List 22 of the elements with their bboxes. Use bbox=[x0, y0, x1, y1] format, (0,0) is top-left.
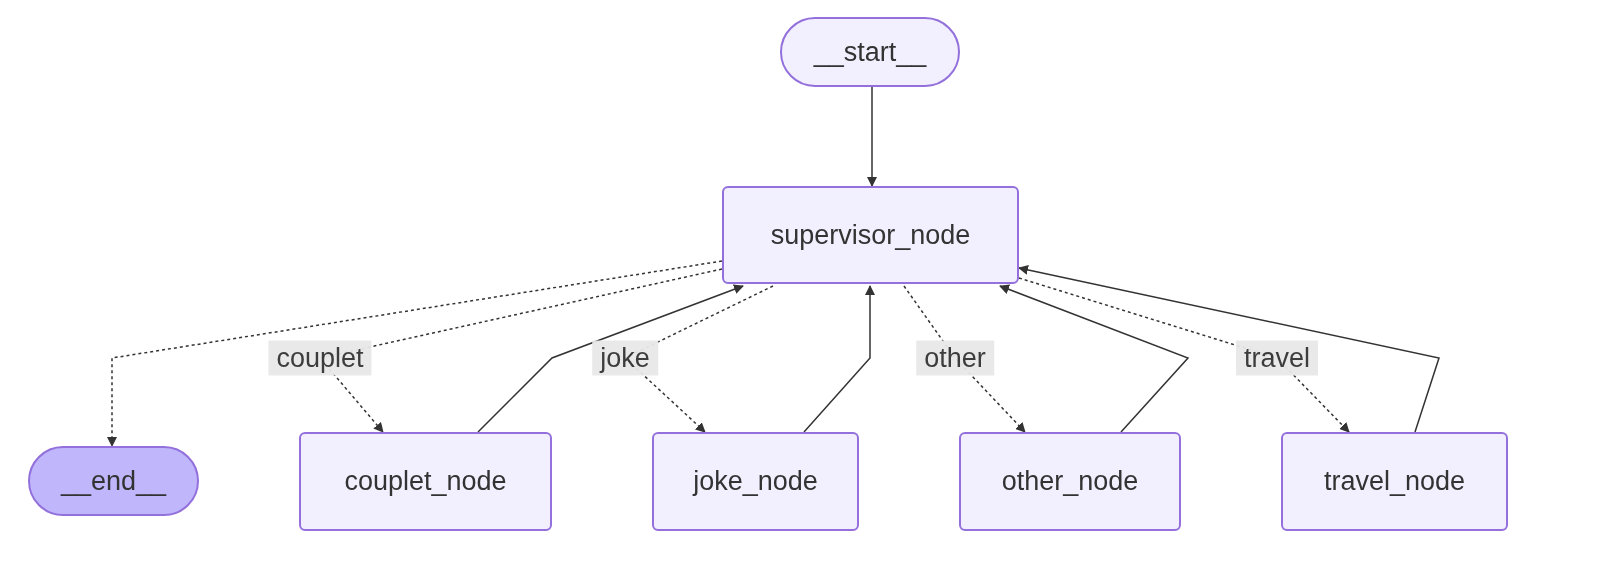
node-label: __end__ bbox=[60, 465, 167, 497]
process-box bbox=[1281, 432, 1508, 531]
node-label: supervisor_node bbox=[770, 219, 971, 251]
process-box bbox=[299, 432, 552, 531]
arrow bbox=[803, 285, 875, 433]
edge-label: couplet bbox=[268, 340, 372, 376]
node-label: couplet_node bbox=[344, 466, 507, 497]
arrow bbox=[1018, 265, 1440, 433]
arrow bbox=[477, 284, 744, 433]
edge-label: travel bbox=[1236, 340, 1318, 376]
process-box bbox=[959, 432, 1181, 531]
arrow bbox=[107, 260, 723, 447]
node-label: __start__ bbox=[813, 36, 927, 68]
node-label: joke_node bbox=[693, 466, 818, 497]
process-box bbox=[652, 432, 859, 531]
edge-label: joke bbox=[592, 340, 658, 376]
arrow bbox=[867, 86, 877, 187]
arrow bbox=[999, 284, 1190, 433]
node-label: travel_node bbox=[1323, 466, 1466, 497]
process-box bbox=[722, 186, 1019, 284]
node-label: other_node bbox=[1001, 466, 1139, 497]
edge-label: other bbox=[916, 340, 994, 376]
